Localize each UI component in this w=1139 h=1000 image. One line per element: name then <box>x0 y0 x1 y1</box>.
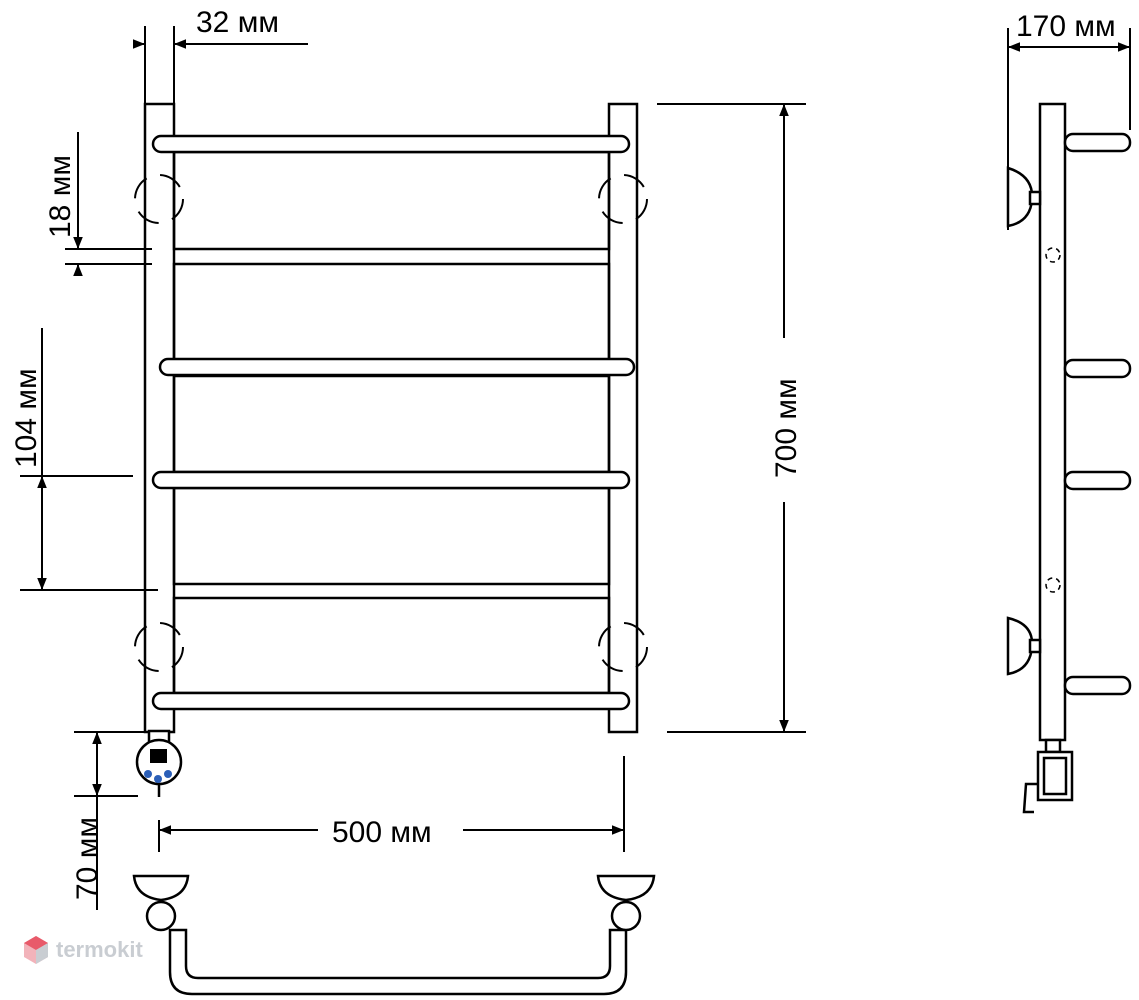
side-rung-3 <box>1063 470 1132 491</box>
top-view <box>132 874 656 996</box>
left-post <box>143 102 176 734</box>
panel-1 <box>172 150 611 251</box>
watermark-text: termokit <box>56 937 143 962</box>
rung-1 <box>151 134 631 154</box>
dim-label-700: 700 мм <box>770 378 803 478</box>
top-view-rail <box>168 928 628 996</box>
flange-right <box>596 874 656 902</box>
panel-3 <box>172 374 611 474</box>
side-heating-element <box>1022 738 1074 814</box>
side-post <box>1038 102 1067 742</box>
front-dimensions <box>20 26 806 910</box>
dim-label-18: 18 мм <box>44 155 77 238</box>
panel-5 <box>172 596 611 695</box>
dim-label-104: 104 мм <box>10 368 43 468</box>
side-rung-2 <box>1063 358 1132 379</box>
wall-mount-bottom-right <box>598 622 648 672</box>
rung-4 <box>151 691 631 711</box>
rung-3 <box>151 470 631 490</box>
wall-mount-bottom-left <box>134 622 184 672</box>
side-mount-top <box>1006 166 1034 228</box>
dim-label-500: 500 мм <box>332 816 432 849</box>
side-mount-bottom <box>1006 616 1034 676</box>
wall-mount-top-right <box>598 174 648 224</box>
front-view <box>134 102 648 797</box>
right-post <box>607 102 639 734</box>
wall-mount-top-left <box>134 174 184 224</box>
side-view <box>1006 102 1132 814</box>
flange-right-nut <box>610 900 642 932</box>
dim-label-32: 32 мм <box>196 6 279 39</box>
side-dimensions <box>1007 28 1131 230</box>
watermark-cube-icon <box>24 936 48 964</box>
rung-2 <box>158 357 636 377</box>
dim-label-170: 170 мм <box>1016 10 1116 43</box>
panel-4 <box>172 486 611 586</box>
flange-left <box>132 874 190 902</box>
panel-2 <box>172 262 611 362</box>
dim-label-70: 70 мм <box>71 817 104 900</box>
side-rung-4 <box>1063 675 1132 696</box>
flange-left-nut <box>145 900 177 932</box>
heating-element <box>135 729 183 797</box>
side-rung-1 <box>1063 132 1132 153</box>
watermark: termokit <box>22 934 143 966</box>
